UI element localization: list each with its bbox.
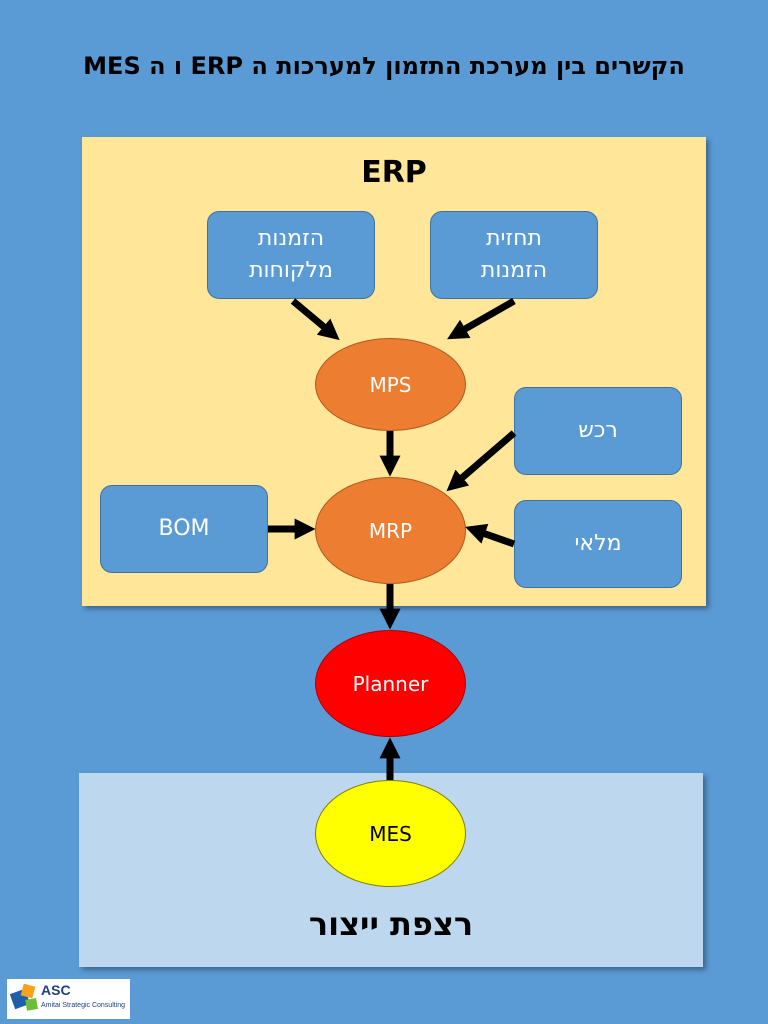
arrow-customer-orders-to-mps xyxy=(290,298,340,341)
mes-node: MES xyxy=(315,780,466,887)
bom-box: BOM xyxy=(100,485,268,573)
customer-orders-box: הזמנות מלקוחות xyxy=(207,211,375,299)
inventory-box: מלאי xyxy=(514,500,682,588)
arrow-forecast-to-mps xyxy=(447,297,516,340)
company-logo: ASC Amitai Strategic Consulting xyxy=(7,979,130,1019)
production-floor-title: רצפת ייצור xyxy=(308,905,474,943)
planner-node: Planner xyxy=(315,630,466,737)
mps-node: MPS xyxy=(315,338,466,431)
page-title: הקשרים בין מערכת התזמון למערכות ה ERP ו … xyxy=(83,52,685,80)
erp-panel-title: ERP xyxy=(361,155,427,190)
logo-mark-icon xyxy=(10,983,38,1011)
logo-abbreviation: ASC xyxy=(41,982,71,998)
mrp-node: MRP xyxy=(315,477,466,584)
procurement-box: רכש xyxy=(514,387,682,475)
arrow-procurement-to-mrp xyxy=(446,430,517,492)
arrow-inventory-to-mrp xyxy=(465,523,516,548)
logo-company-name: Amitai Strategic Consulting xyxy=(41,1002,126,1009)
order-forecast-box: תחזית הזמנות xyxy=(430,211,598,299)
